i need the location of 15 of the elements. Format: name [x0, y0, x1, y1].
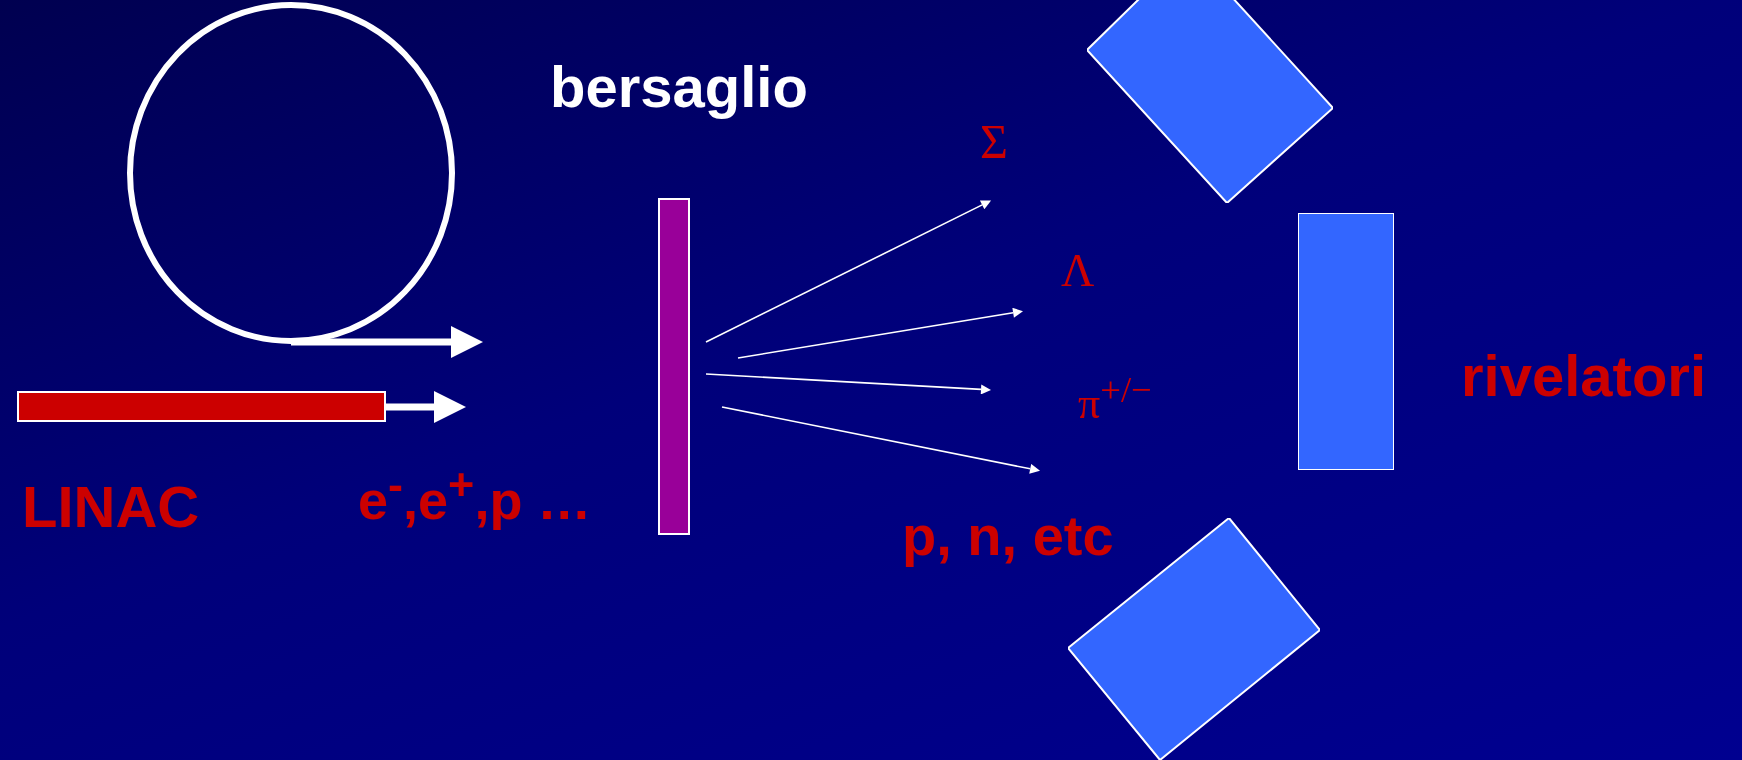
linac-bar: [17, 391, 386, 422]
particle-label: Σ: [980, 118, 1008, 166]
particle-arrow: [737, 307, 1023, 359]
particle-arrow: [721, 406, 1040, 474]
detector-block: [1087, 0, 1333, 203]
beam-arrow: [386, 391, 466, 423]
particle-arrow: [705, 373, 991, 395]
particle-label: π$^{+/−}$: [1078, 372, 1152, 426]
linac-label: LINAC: [22, 478, 200, 536]
detector-block: [1298, 213, 1394, 470]
particle-arrow: [705, 200, 992, 343]
particle-label: Λ: [1061, 248, 1095, 294]
detectors-label: rivelatori: [1461, 347, 1706, 405]
target-bar: [658, 198, 690, 535]
accelerator-ring-drawing: [127, 2, 455, 344]
